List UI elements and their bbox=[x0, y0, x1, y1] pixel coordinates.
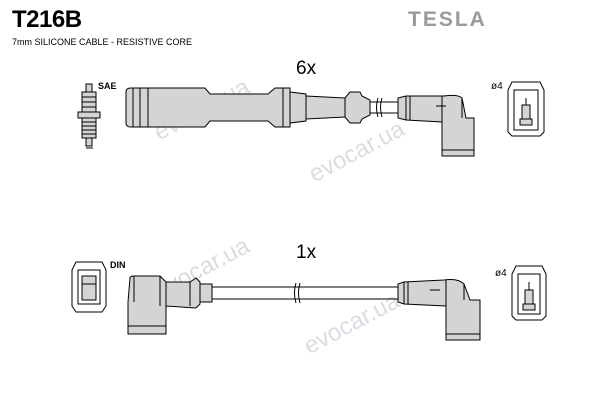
connector-label-sae: SAE bbox=[98, 81, 117, 91]
coil-terminal-bottom bbox=[511, 265, 547, 321]
cable-top bbox=[370, 97, 400, 118]
spark-plug-sae bbox=[77, 83, 101, 149]
cable-description: 7mm SILICONE CABLE - RESISTIVE CORE bbox=[12, 37, 193, 47]
brand-logo: TESLA bbox=[408, 8, 487, 31]
boot-top-left bbox=[125, 87, 371, 128]
quantity-label-top: 6x bbox=[296, 58, 317, 79]
quantity-label-bottom: 1x bbox=[296, 242, 317, 263]
coil-terminal-din bbox=[71, 261, 107, 313]
connector-label-diameter-bottom: ø4 bbox=[495, 268, 507, 279]
boot-top-right bbox=[397, 94, 475, 157]
cable-bottom bbox=[212, 282, 398, 304]
boot-bottom-left bbox=[127, 275, 213, 335]
part-code: T216B bbox=[12, 6, 82, 33]
connector-label-diameter-top: ø4 bbox=[491, 81, 503, 92]
boot-bottom-right bbox=[397, 279, 481, 341]
connector-label-din: DIN bbox=[110, 260, 126, 270]
coil-terminal-top bbox=[507, 81, 545, 137]
